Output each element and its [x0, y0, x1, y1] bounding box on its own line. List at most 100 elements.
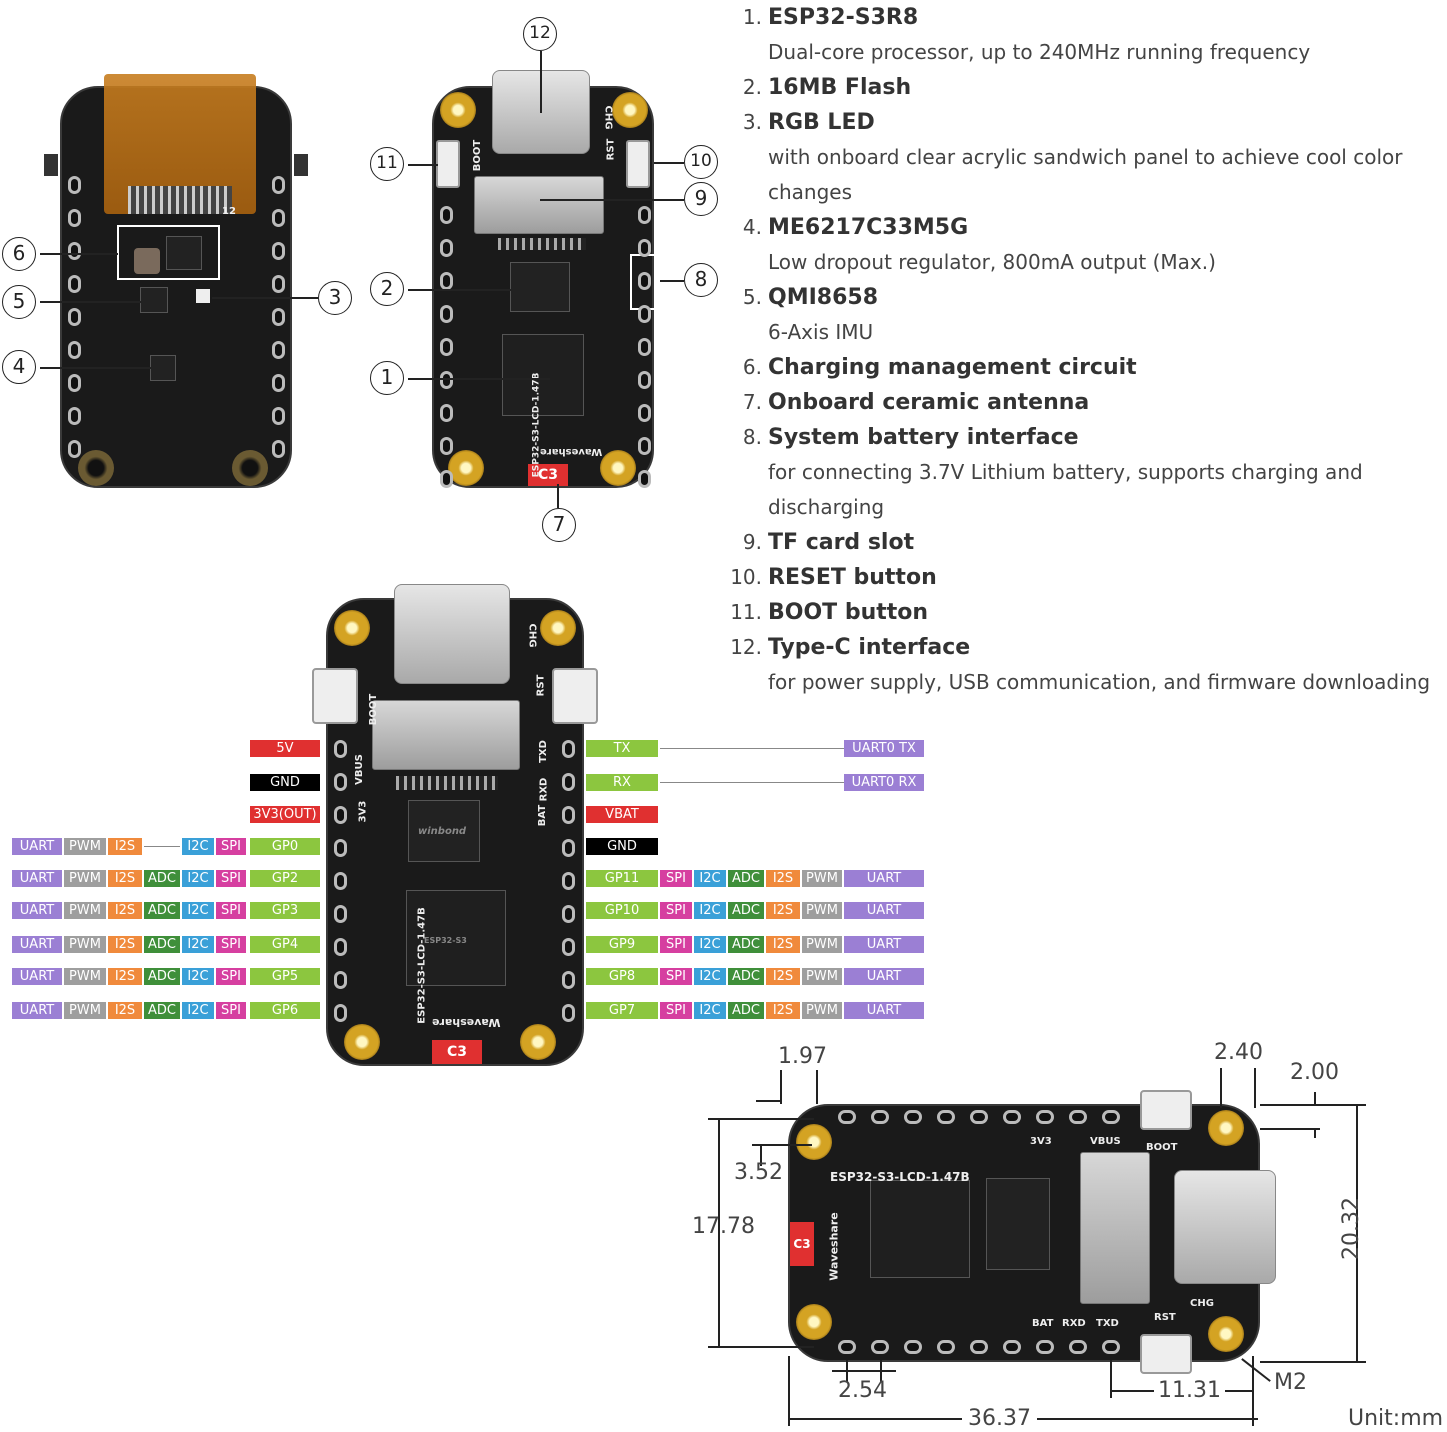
- feature-number: 3.: [742, 110, 762, 134]
- header-pad: [904, 1110, 922, 1124]
- feature-title: ESP32-S3R8: [768, 5, 919, 30]
- feature-title: 16MB Flash: [768, 75, 912, 100]
- callout-leader: [540, 199, 684, 201]
- header-pad: [272, 440, 285, 458]
- function-tag-i2c: I2C: [182, 968, 214, 985]
- function-tag-adc: ADC: [144, 1002, 180, 1019]
- dim-2-00: 2.00: [1290, 1060, 1339, 1085]
- feature-number: 6.: [742, 355, 762, 379]
- antenna-c3-label-2: C3: [432, 1040, 482, 1064]
- callout-1: 1: [370, 361, 404, 395]
- feature-description: Low dropout regulator, 800mA output (Max…: [768, 250, 1216, 274]
- pin-label-gp2: GP2: [250, 870, 320, 887]
- header-pad: [334, 773, 347, 791]
- header-pad: [334, 839, 347, 857]
- header-pad: [68, 407, 81, 425]
- function-tag-spi: SPI: [216, 936, 246, 953]
- header-pad: [68, 176, 81, 194]
- function-tag-i2c: I2C: [182, 870, 214, 887]
- feature-description: Dual-core processor, up to 240MHz runnin…: [768, 40, 1311, 64]
- function-tag-i2c: I2C: [694, 1002, 726, 1019]
- usb-c-connector-2: [394, 584, 510, 684]
- header-pad: [638, 305, 651, 323]
- function-tag-pwm: PWM: [802, 936, 842, 953]
- feature-title: RGB LED: [768, 110, 875, 135]
- function-tag-spi: SPI: [216, 902, 246, 919]
- header-pad: [638, 470, 651, 488]
- header-pad: [68, 341, 81, 359]
- pin-label-gp11: GP11: [586, 870, 658, 887]
- pin-connector-line: [660, 782, 844, 783]
- feature-title: QMI8658: [768, 285, 879, 310]
- function-tag-i2s: I2S: [766, 1002, 800, 1019]
- header-pad: [334, 938, 347, 956]
- antenna-c3-label-3: C3: [790, 1222, 814, 1266]
- function-tag-adc: ADC: [728, 870, 764, 887]
- uart0-tag: UART0 TX: [844, 740, 924, 757]
- function-tag-pwm: PWM: [64, 902, 106, 919]
- function-tag-i2s: I2S: [108, 1002, 142, 1019]
- feature-title: TF card slot: [768, 530, 915, 555]
- dim-m2: M2: [1274, 1370, 1307, 1395]
- pin-label-gp3: GP3: [250, 902, 320, 919]
- header-pad: [272, 341, 285, 359]
- flash-chip: [510, 262, 570, 312]
- feature-number: 1.: [742, 5, 762, 29]
- silk-rst-2: RST: [535, 674, 547, 697]
- callout-9: 9: [684, 182, 718, 216]
- header-pad: [68, 242, 81, 260]
- pin-label-tx: TX: [586, 740, 658, 757]
- feature-number: 12.: [730, 635, 762, 659]
- feature-title: Type-C interface: [768, 635, 971, 660]
- header-pad: [440, 437, 453, 455]
- silk-winbond: winbond: [418, 826, 467, 837]
- callout-leader: [408, 289, 548, 291]
- function-tag-adc: ADC: [728, 1002, 764, 1019]
- function-tag-uart: UART: [12, 1002, 62, 1019]
- function-tag-uart: UART: [12, 936, 62, 953]
- unit-label: Unit:mm: [1348, 1406, 1444, 1431]
- lcd-connector: [128, 186, 232, 214]
- function-tag-i2c: I2C: [694, 870, 726, 887]
- function-tag-adc: ADC: [728, 902, 764, 919]
- function-tag-i2c: I2C: [694, 968, 726, 985]
- header-pad: [272, 209, 285, 227]
- header-pad: [871, 1110, 889, 1124]
- function-tag-spi: SPI: [216, 838, 246, 855]
- function-tag-i2c: I2C: [182, 936, 214, 953]
- pin-label-5v: 5V: [250, 740, 320, 757]
- callout-leader: [408, 378, 550, 380]
- dim-3-52: 3.52: [734, 1160, 783, 1185]
- silk-chg-3: CHG: [1190, 1298, 1214, 1309]
- function-tag-pwm: PWM: [802, 968, 842, 985]
- header-pad: [440, 371, 453, 389]
- header-pad: [937, 1340, 955, 1354]
- feature-description: 6-Axis IMU: [768, 320, 874, 344]
- function-tag-uart: UART: [844, 1002, 924, 1019]
- callout-10: 10: [684, 145, 718, 179]
- function-tag-pwm: PWM: [802, 1002, 842, 1019]
- dim-11-31: 11.31: [1154, 1378, 1225, 1403]
- feature-title: Onboard ceramic antenna: [768, 390, 1090, 415]
- function-tag-adc: ADC: [728, 936, 764, 953]
- pin-label-gnd: GND: [586, 838, 658, 855]
- header-pad: [638, 404, 651, 422]
- function-tag-i2c: I2C: [182, 838, 214, 855]
- dim-20-32: 20.32: [1338, 1197, 1364, 1260]
- header-pad: [1069, 1340, 1087, 1354]
- function-tag-i2c: I2C: [182, 1002, 214, 1019]
- header-pad: [68, 275, 81, 293]
- callout-leader: [40, 367, 168, 369]
- header-pad: [1003, 1110, 1021, 1124]
- function-tag-i2s: I2S: [766, 870, 800, 887]
- function-tag-i2s: I2S: [766, 968, 800, 985]
- feature-item: 9.TF card slot: [722, 525, 1447, 560]
- callout-6: 6: [2, 237, 36, 271]
- feature-number: 10.: [730, 565, 762, 589]
- imu-chip: [140, 287, 168, 313]
- function-tag-uart: UART: [12, 838, 62, 855]
- dim-2-54: 2.54: [838, 1378, 887, 1403]
- silk-3v3-3: 3V3: [1030, 1136, 1052, 1147]
